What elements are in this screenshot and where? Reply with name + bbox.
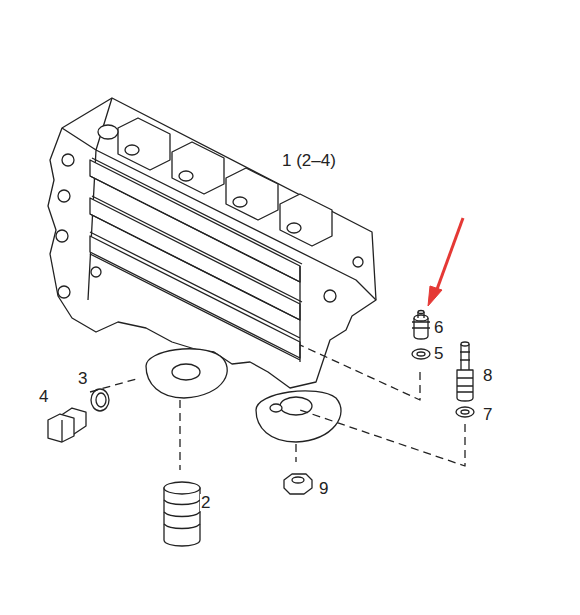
filter-element: [164, 482, 200, 546]
callout-number: 6: [433, 319, 444, 336]
callout-number: 5: [433, 345, 444, 362]
o-ring: [91, 389, 109, 411]
callout-number: 4: [38, 388, 49, 405]
fin-band: [90, 232, 300, 362]
washer: [412, 349, 430, 359]
washer: [456, 407, 474, 417]
fitting: [412, 311, 430, 340]
housing-outline: [48, 98, 376, 388]
callout-number: 9: [318, 480, 329, 497]
part-label: 1 (2–4): [281, 152, 337, 169]
callout-number: 2: [200, 494, 211, 511]
fin-band: [90, 236, 300, 358]
top-boss: [98, 118, 332, 246]
pointer-arrow: [428, 218, 463, 306]
callout-number: 3: [77, 370, 88, 387]
callout-number: 7: [482, 406, 493, 423]
mounting-hole: [56, 154, 363, 302]
drain-plug: [48, 408, 86, 442]
hex-nut: [284, 474, 312, 494]
leader-line: [90, 345, 465, 470]
hose-nipple: [457, 342, 473, 401]
callout-number: 8: [482, 367, 493, 384]
port-flange: [146, 349, 341, 442]
